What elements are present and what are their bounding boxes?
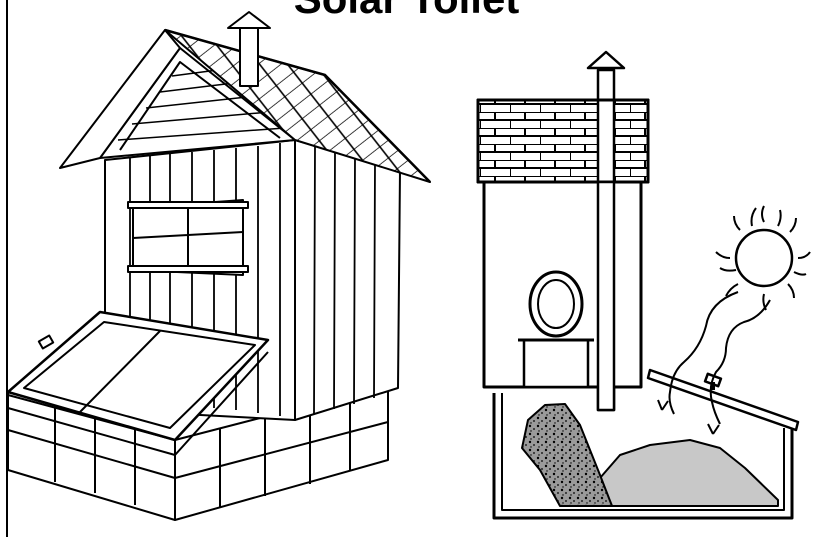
side-wall (295, 140, 400, 420)
vent-pipe (240, 28, 258, 86)
brick-roof (478, 100, 648, 182)
waste-pile (522, 404, 612, 506)
diagram-title: Solar Toilet (0, 0, 813, 20)
section-vent-cap (588, 52, 624, 68)
compost-pile (600, 440, 778, 506)
collector-latch (39, 336, 53, 349)
outhouse-perspective (8, 12, 430, 520)
outhouse-cross-section (478, 52, 798, 518)
window (128, 200, 248, 275)
toilet-box (524, 340, 588, 387)
